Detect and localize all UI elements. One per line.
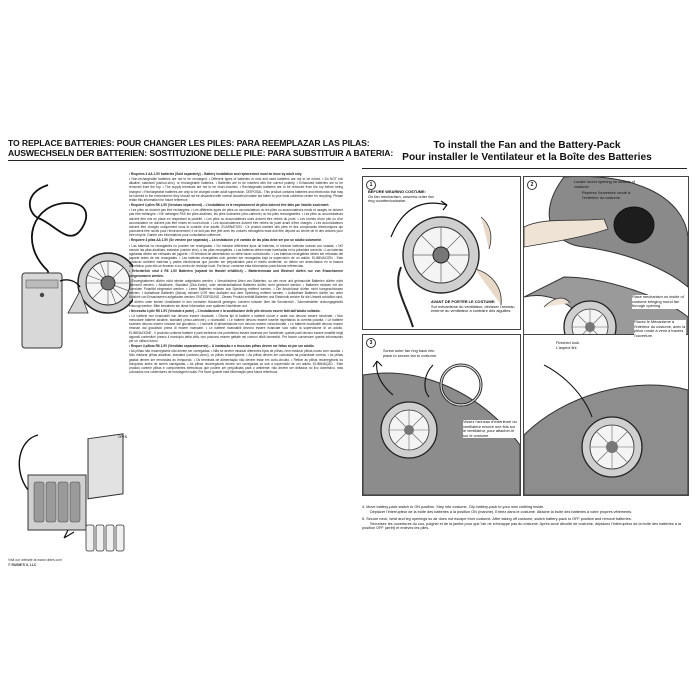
- right-page: To install the Fan and the Battery-Pack …: [350, 0, 700, 700]
- instruction-paragraph: • Einwegbatterien dürfen nicht wieder au…: [129, 278, 343, 308]
- step-3-caption-fr: Vissez l'anneau d'extérieure du ventilat…: [463, 419, 518, 439]
- battery-instructions: • Requires 4 AA 1.5V batteries (Sold sep…: [129, 172, 343, 557]
- step-2-caption-2-fr: Placez le Mécanisme à l'intérieur du cos…: [634, 319, 686, 339]
- instruction-paragraph: • Las baterías no recargables no pueden …: [129, 243, 343, 269]
- instruction-paragraph: • Non-rechargeable batteries are not to …: [129, 177, 343, 202]
- left-page: TO REPLACE BATTERIES: POUR CHANGER LES P…: [8, 138, 394, 567]
- install-title-en: To install the Fan and the Battery-Pack: [433, 140, 621, 151]
- fan-battery-illustration: [21, 184, 133, 349]
- step-5-instruction-fr: Sécurisez les ouvertures du cou, poignet…: [362, 521, 681, 531]
- instruction-paragraph: • Le batterie non ricaricabili non devon…: [129, 314, 343, 343]
- instruction-paragraph: • As pilhas não recarregáveis não devem …: [129, 349, 343, 375]
- step-2-caption: Locate round opening on outside of costu…: [574, 179, 636, 189]
- step-1-caption: BEFORE WEARING COSTUME: On fan mechanism…: [368, 189, 438, 204]
- step-1-caption-heading: BEFORE WEARING COSTUME:: [368, 189, 426, 194]
- step-4-panel: Finished look. L'aspect fini.: [523, 334, 689, 496]
- step-4-instruction-fr: Déplacer l'interrupteur de la boîte des …: [370, 509, 633, 514]
- install-title-rule: [362, 168, 687, 169]
- step-2-caption-2: Place mechanism on inside of costume bri…: [632, 294, 686, 309]
- step-1-caption-heading-fr: AVANT DE PORTER LE COSTUME:: [431, 299, 496, 304]
- step-1-caption-text: On fan mechanism, unscrew outer fan ring…: [368, 193, 434, 204]
- open-battery-box-illustration: [18, 433, 125, 552]
- step-3-panel: 3 Screw outer fan ring back into place t…: [362, 334, 521, 496]
- step-1-panel: 1 BEFORE WEARING COSTUME: On fan mechani…: [362, 176, 521, 330]
- battery-title: TO REPLACE BATTERIES: POUR CHANGER LES P…: [8, 138, 394, 158]
- battery-open-label: OPEN: [118, 435, 128, 439]
- step-2-caption-fr: Repérez l'ouverture ronde à l'extérieur …: [582, 190, 631, 200]
- step-5-instruction: 5. Secure neck, wrist and leg openings s…: [362, 517, 687, 531]
- step-3-number: 3: [366, 338, 376, 348]
- instruction-paragraph: • Les piles ne doivent pas être rechargé…: [129, 208, 343, 238]
- instruction-paragraph: • Requires 4 AA 1.5V batteries (Sold sep…: [129, 172, 302, 176]
- step-2-number: 2: [527, 180, 537, 190]
- finished-look-illustration: [524, 364, 688, 495]
- fan-secure-illustration: [363, 360, 520, 495]
- instruction-paragraph: • Erforderlich sind 4 R6 1,5V Batterien …: [129, 269, 343, 278]
- step-4-caption-fr: L'aspect fini.: [556, 344, 578, 350]
- step-3-caption: Screw outer fan ring back into place to …: [383, 348, 438, 358]
- step-1-caption-fr: AVANT DE PORTER LE COSTUME: Sur mécanism…: [431, 299, 517, 314]
- instruction-paragraph: • Requiert 4 piles R6 1,5V (Vendues sépa…: [129, 203, 330, 208]
- instruction-paragraph: • Requer 4 pilhas R6 1.5V (Vendidas sepa…: [129, 344, 315, 349]
- step-4-caption: Finished look. L'aspect fini.: [556, 340, 611, 350]
- fan-unscrew-illustration: [390, 200, 502, 328]
- install-title-fr: Pour installer le Ventilateur et la Boît…: [402, 152, 652, 163]
- battery-title-line-1: TO REPLACE BATTERIES: POUR CHANGER LES P…: [8, 138, 370, 148]
- website-line: Visit our website at www.rubies.com: [8, 558, 63, 562]
- step-4-instruction-en: 4. Move battery-pack switch to ON positi…: [362, 505, 545, 509]
- step-5-instruction-en: 5. Secure neck, wrist and leg openings s…: [362, 517, 632, 522]
- bottom-steps: 4. Move battery-pack switch to ON positi…: [362, 505, 687, 534]
- step-1-caption-text-fr: Sur mécanisme du ventilateur, dévisser l…: [431, 303, 515, 314]
- copyright-line: © RUBIE'S II, LLC: [8, 562, 37, 567]
- install-title: To install the Fan and the Battery-Pack …: [362, 140, 692, 164]
- left-footer: Visit our website at www.rubies.com © RU…: [8, 558, 62, 567]
- step-1-number: 1: [366, 180, 376, 190]
- step-4-instruction: 4. Move battery-pack switch to ON positi…: [362, 505, 687, 514]
- battery-title-line-2: AUSWECHSELN DER BATTERIEN: SOSTITUZIONE …: [8, 148, 394, 158]
- step-4-caption-en: Finished look.: [556, 340, 581, 345]
- instruction-paragraph: • Necessita 4 pile R6 1.5V (Vendute a pa…: [129, 308, 321, 313]
- instruction-paragraph: • Requiere 4 pilas AA 1.5V (Se venden po…: [129, 238, 323, 243]
- title-rule: [8, 160, 344, 161]
